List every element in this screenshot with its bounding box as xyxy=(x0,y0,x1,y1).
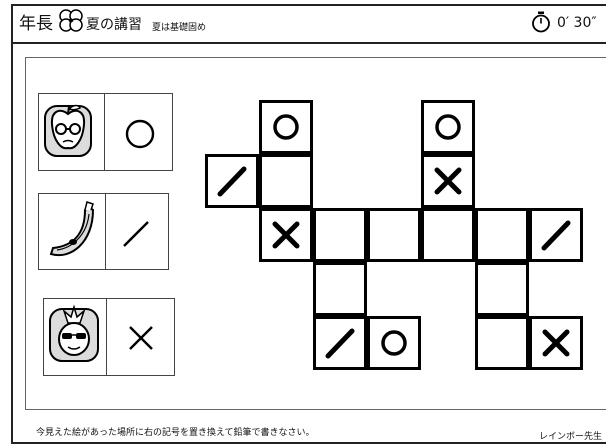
banana-icon xyxy=(49,201,95,257)
timer-readout: 0′ 30″ xyxy=(557,15,597,31)
legend-symbol xyxy=(107,299,175,375)
legend-row-banana xyxy=(38,193,169,270)
pineapple-with-sunglasses-icon xyxy=(49,304,99,362)
page-title: 年長 xyxy=(19,14,53,34)
grid-cell[interactable] xyxy=(475,208,529,262)
brand-label: レインボー先生 xyxy=(539,432,603,442)
legend-picture xyxy=(39,94,104,170)
grid-cell[interactable] xyxy=(313,316,367,370)
circle-mark xyxy=(435,114,461,140)
slash-symbol xyxy=(123,221,149,247)
legend-picture xyxy=(44,299,106,375)
legend-symbol xyxy=(106,194,170,269)
circle-mark xyxy=(381,330,407,356)
work-area xyxy=(25,57,606,410)
grid-cell[interactable] xyxy=(205,154,259,208)
clover-logo-icon xyxy=(59,9,83,32)
slash-mark xyxy=(541,220,571,251)
grid-cell[interactable] xyxy=(529,208,583,262)
slash-mark xyxy=(217,166,247,197)
grid-cell[interactable] xyxy=(259,208,313,262)
cross-mark xyxy=(434,167,462,195)
grid-cell[interactable] xyxy=(259,154,313,208)
circle-mark xyxy=(273,114,299,140)
stopwatch-icon xyxy=(532,11,550,33)
circle-symbol xyxy=(125,119,155,149)
grid-cell[interactable] xyxy=(367,316,421,370)
grid-cell[interactable] xyxy=(367,208,421,262)
legend-picture xyxy=(39,194,105,269)
grid-cell[interactable] xyxy=(313,262,367,316)
legend-row-pineapple xyxy=(43,298,175,376)
slash-mark xyxy=(325,328,355,359)
legend-symbol xyxy=(105,94,173,170)
grid-cell[interactable] xyxy=(259,100,313,154)
grid-cell[interactable] xyxy=(421,208,475,262)
cross-mark xyxy=(542,329,570,357)
legend-row-apple xyxy=(38,93,173,171)
grid-cell[interactable] xyxy=(421,100,475,154)
header-note: 夏は基礎固め xyxy=(152,23,207,33)
header-divider xyxy=(11,42,606,44)
grid-cell[interactable] xyxy=(313,208,367,262)
cross-mark xyxy=(272,221,300,249)
apple-with-glasses-icon xyxy=(44,104,92,157)
cross-symbol xyxy=(129,326,153,350)
instruction-text: 今見えた絵があった場所に右の記号を置き換えて鉛筆で書きなさい。 xyxy=(36,428,315,438)
grid-cell[interactable] xyxy=(475,316,529,370)
grid-cell[interactable] xyxy=(421,154,475,208)
grid-cell[interactable] xyxy=(475,262,529,316)
page-subtitle: 夏の講習 xyxy=(86,17,142,33)
grid-cell[interactable] xyxy=(529,316,583,370)
worksheet-frame xyxy=(11,4,606,444)
